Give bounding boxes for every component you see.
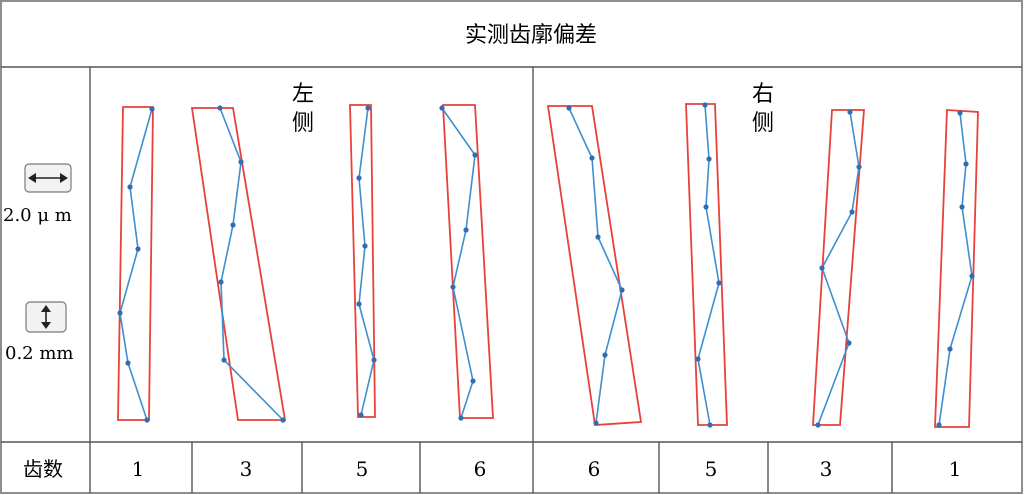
profile-point bbox=[846, 340, 852, 346]
left-side-label-1: 左 bbox=[292, 82, 314, 107]
tooth-number-cell: 5 bbox=[356, 457, 369, 481]
profile-point bbox=[602, 352, 608, 358]
profile-point bbox=[849, 209, 855, 215]
profile-points-7 bbox=[815, 109, 862, 428]
profile-line-7 bbox=[817, 111, 860, 426]
profile-points-2 bbox=[217, 105, 286, 423]
profile-line-6 bbox=[697, 104, 720, 426]
profile-points-1 bbox=[117, 106, 155, 423]
profile-point bbox=[969, 273, 975, 279]
profile-points-4 bbox=[439, 105, 478, 421]
profile-point bbox=[358, 412, 364, 418]
vertical-double-arrow-icon bbox=[25, 301, 67, 333]
profile-point bbox=[117, 310, 123, 316]
profile-point bbox=[819, 265, 825, 271]
tolerance-band-8 bbox=[934, 109, 979, 428]
profile-point bbox=[815, 422, 821, 428]
tolerance-band-7 bbox=[812, 109, 865, 426]
profile-point bbox=[221, 357, 227, 363]
profile-point bbox=[238, 159, 244, 165]
profile-point bbox=[706, 156, 712, 162]
profile-line-2 bbox=[219, 107, 284, 421]
tolerance-band-1 bbox=[117, 106, 154, 421]
profile-points-3 bbox=[356, 105, 377, 418]
profile-point bbox=[458, 415, 464, 421]
profile-point bbox=[362, 243, 368, 249]
profile-point bbox=[847, 109, 853, 115]
profile-point bbox=[702, 102, 708, 108]
tooth-number-cell: 5 bbox=[705, 457, 718, 481]
profile-point bbox=[135, 246, 141, 252]
profile-point bbox=[959, 204, 965, 210]
profile-point bbox=[439, 105, 445, 111]
tooth-number-cell: 1 bbox=[132, 457, 145, 481]
horizontal-scale-label: 2.0 μ m bbox=[3, 205, 72, 226]
profile-point bbox=[936, 422, 942, 428]
profile-point bbox=[144, 417, 150, 423]
profile-point bbox=[463, 227, 469, 233]
profile-point bbox=[127, 184, 133, 190]
tooth-number-cell: 6 bbox=[588, 457, 601, 481]
profile-point bbox=[149, 106, 155, 112]
profile-point bbox=[450, 284, 456, 290]
profile-point bbox=[703, 204, 709, 210]
profile-point bbox=[217, 105, 223, 111]
profile-point bbox=[707, 422, 713, 428]
tolerance-band-3 bbox=[349, 104, 376, 418]
profile-point bbox=[365, 105, 371, 111]
profile-line-4 bbox=[441, 107, 476, 419]
profile-point bbox=[957, 110, 963, 116]
profile-point bbox=[947, 346, 953, 352]
profile-point bbox=[856, 164, 862, 170]
profile-points-6 bbox=[695, 102, 722, 428]
profile-line-5 bbox=[568, 107, 623, 424]
profile-point bbox=[371, 357, 377, 363]
profile-point bbox=[125, 360, 131, 366]
profile-point bbox=[356, 301, 362, 307]
tooth-number-cell: 3 bbox=[820, 457, 833, 481]
tolerance-band-5 bbox=[546, 105, 643, 426]
profile-point bbox=[716, 280, 722, 286]
profile-line-8 bbox=[938, 112, 973, 426]
tooth-number-cell: 6 bbox=[474, 457, 487, 481]
profile-point bbox=[589, 155, 595, 161]
profile-point bbox=[230, 222, 236, 228]
profile-point bbox=[356, 175, 362, 181]
tooth-number-cell: 1 bbox=[949, 457, 962, 481]
right-side-label-2: 侧 bbox=[752, 111, 774, 136]
footer-header-label: 齿数 bbox=[23, 457, 63, 481]
vertical-scale-label: 0.2 mm bbox=[5, 343, 73, 364]
tooth-number-cell: 3 bbox=[240, 457, 253, 481]
profile-points-5 bbox=[566, 105, 625, 426]
left-side-label-2: 侧 bbox=[292, 111, 314, 136]
profile-point bbox=[593, 420, 599, 426]
profile-point bbox=[470, 378, 476, 384]
figure-title: 实测齿廓偏差 bbox=[465, 23, 597, 48]
tolerance-band-4 bbox=[442, 104, 494, 419]
profile-line-3 bbox=[358, 107, 375, 416]
profile-point bbox=[472, 152, 478, 158]
profile-point bbox=[619, 287, 625, 293]
profile-point bbox=[280, 417, 286, 423]
profile-point bbox=[595, 234, 601, 240]
profile-point bbox=[695, 356, 701, 362]
profile-point bbox=[963, 161, 969, 167]
horizontal-double-arrow-icon bbox=[24, 163, 72, 193]
right-side-label-1: 右 bbox=[752, 82, 774, 107]
profile-point bbox=[218, 279, 224, 285]
tolerance-band-6 bbox=[685, 103, 728, 426]
profile-line-1 bbox=[119, 108, 153, 421]
profile-points-8 bbox=[936, 110, 975, 428]
profile-point bbox=[566, 105, 572, 111]
